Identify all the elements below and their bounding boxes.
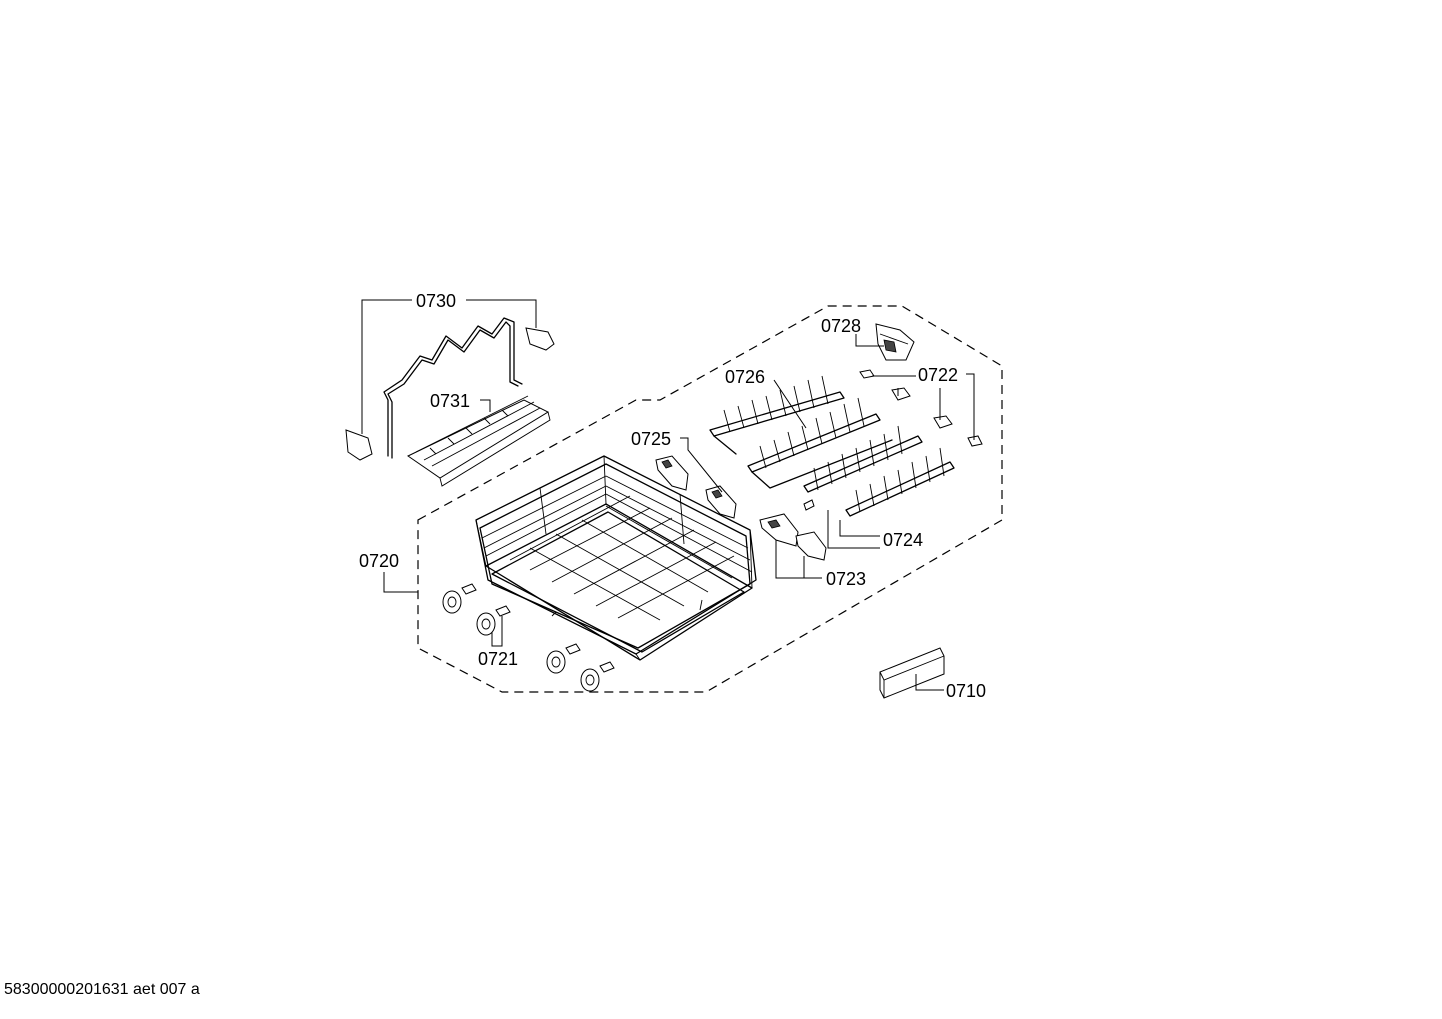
part-0722-drawing bbox=[859, 369, 983, 447]
leader-0721 bbox=[491, 616, 503, 647]
part-label-0724: 0724 bbox=[883, 530, 923, 550]
part-label-0722: 0722 bbox=[918, 365, 958, 385]
part-label-0726: 0726 bbox=[725, 367, 765, 387]
part-label-0721: 0721 bbox=[478, 649, 518, 669]
part-0725-drawing bbox=[655, 455, 737, 519]
part-label-0728: 0728 bbox=[821, 316, 861, 336]
leader-0723 bbox=[775, 540, 822, 579]
leader-0710 bbox=[915, 674, 944, 691]
leader-0725 bbox=[680, 437, 723, 493]
part-0710-drawing bbox=[879, 647, 945, 699]
part-0726-drawing bbox=[709, 375, 893, 489]
part-label-0723: 0723 bbox=[826, 569, 866, 589]
part-label-0731: 0731 bbox=[430, 391, 470, 411]
leader-0726 bbox=[773, 379, 807, 429]
leader-0730 bbox=[361, 299, 537, 434]
part-label-0720: 0720 bbox=[359, 551, 399, 571]
leader-0724 bbox=[827, 510, 880, 549]
leader-0731 bbox=[480, 399, 491, 412]
part-label-0730: 0730 bbox=[416, 291, 456, 311]
part-label-0710: 0710 bbox=[946, 681, 986, 701]
assembly-outline bbox=[417, 305, 1003, 693]
part-0724-drawing bbox=[803, 425, 955, 517]
leader-0728 bbox=[855, 334, 884, 347]
leader-0720 bbox=[383, 572, 418, 593]
part-0721-drawing bbox=[442, 583, 615, 692]
leader-0724-b bbox=[839, 520, 880, 537]
part-label-0725: 0725 bbox=[631, 429, 671, 449]
part-0731-drawing bbox=[407, 395, 551, 487]
part-0728-drawing bbox=[875, 323, 915, 361]
leader-0722 bbox=[872, 373, 975, 440]
part-0730-drawing bbox=[345, 317, 555, 461]
part-0720-drawing bbox=[475, 455, 757, 661]
part-0723-drawing bbox=[759, 513, 827, 561]
document-id: 58300000201631 aet 007 a bbox=[4, 981, 200, 998]
